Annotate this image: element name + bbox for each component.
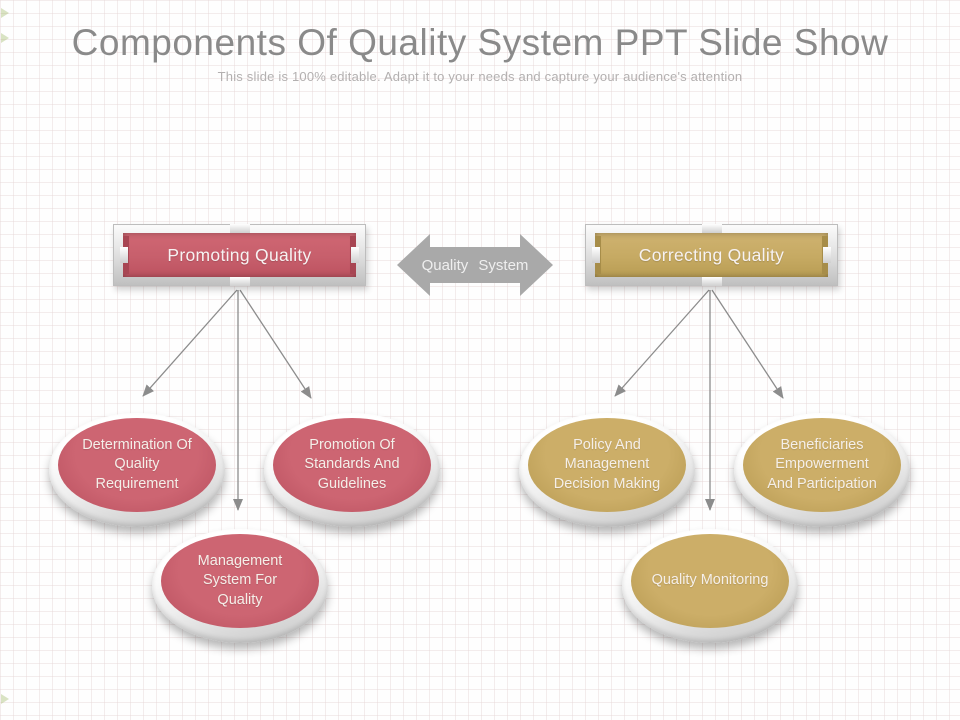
frame-notch <box>229 277 250 286</box>
quality-system-label: Quality System <box>421 256 529 274</box>
node-label: Beneficiaries Empowerment And Participat… <box>767 437 877 492</box>
correcting-quality-panel: Correcting Quality <box>592 224 831 286</box>
node-label: Management System For Quality <box>197 553 283 608</box>
node-management-system-for-quality[interactable]: Management System For Quality <box>152 529 328 643</box>
promoting-quality-box[interactable]: Promoting Quality <box>113 224 366 286</box>
node-label: Promotion Of Standards And Guidelines <box>304 437 400 492</box>
node-face: Beneficiaries Empowerment And Participat… <box>743 418 901 512</box>
slide-subtitle: This slide is 100% editable. Adapt it to… <box>217 69 743 84</box>
green-triangle-mark <box>1 8 9 18</box>
correcting-quality-box[interactable]: Correcting Quality <box>585 224 838 286</box>
node-promotion-of-standards-and-guidelines[interactable]: Promotion Of Standards And Guidelines <box>264 413 440 527</box>
node-label: Policy And Management Decision Making <box>553 437 661 492</box>
node-face: Policy And Management Decision Making <box>528 418 686 512</box>
node-label: Quality Monitoring <box>651 572 769 589</box>
node-face: Promotion Of Standards And Guidelines <box>273 418 431 512</box>
frame-notch <box>823 247 831 263</box>
quality-system-arrow[interactable]: Quality System <box>397 234 553 296</box>
node-face: Management System For Quality <box>161 534 319 628</box>
node-quality-monitoring[interactable]: Quality Monitoring <box>622 529 798 643</box>
green-triangle-mark <box>1 694 9 704</box>
double-arrow-shape <box>397 234 553 296</box>
correcting-quality-label: Correcting Quality <box>638 244 785 265</box>
node-policy-and-management-decision-making[interactable]: Policy And Management Decision Making <box>519 413 695 527</box>
node-beneficiaries-empowerment-and-participation[interactable]: Beneficiaries Empowerment And Participat… <box>734 413 910 527</box>
frame-notch <box>120 247 128 263</box>
slide-title: Components Of Quality System PPT Slide S… <box>71 22 889 63</box>
frame-notch <box>701 224 722 233</box>
frame-notch <box>701 277 722 286</box>
node-face: Quality Monitoring <box>631 534 789 628</box>
node-determination-of-quality-requirement[interactable]: Determination Of Quality Requirement <box>49 413 225 527</box>
promoting-quality-panel: Promoting Quality <box>120 224 359 286</box>
node-face: Determination Of Quality Requirement <box>58 418 216 512</box>
promoting-quality-label: Promoting Quality <box>167 244 312 265</box>
frame-notch <box>592 247 600 263</box>
node-label: Determination Of Quality Requirement <box>82 437 192 492</box>
frame-notch <box>229 224 250 233</box>
frame-notch <box>351 247 359 263</box>
green-triangle-mark <box>1 33 9 43</box>
